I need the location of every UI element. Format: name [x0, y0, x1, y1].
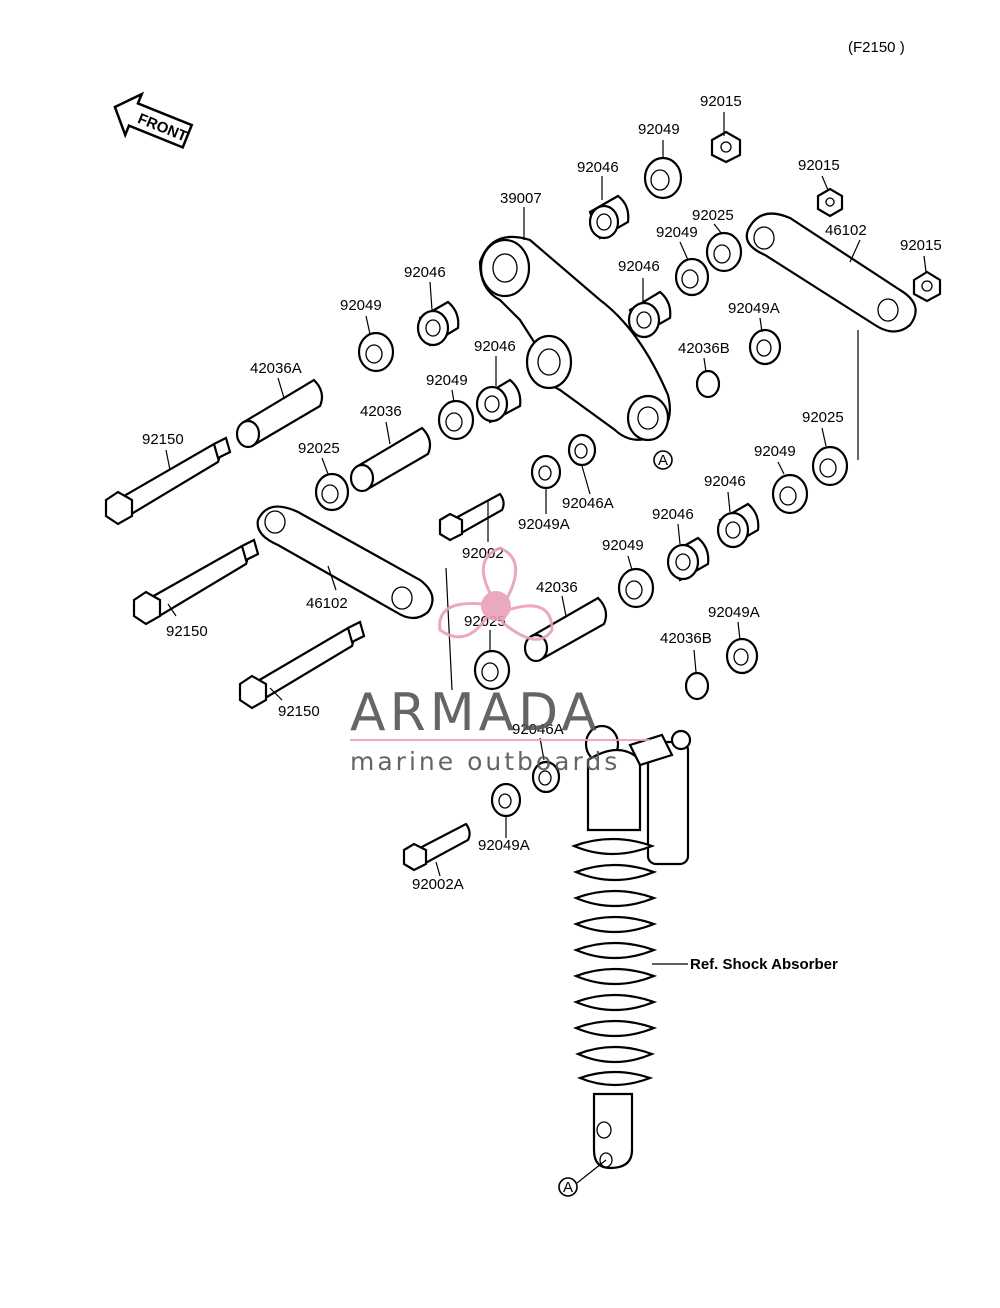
- bearing-92046-e: [716, 502, 760, 549]
- seal-92049-b: [674, 257, 710, 297]
- label-92025-a: 92025: [692, 207, 734, 224]
- bearing-92046-d: [475, 378, 522, 424]
- label-92049A-b: 92049A: [518, 516, 570, 533]
- bearing-92049A-a: [748, 328, 782, 366]
- label-92046-e: 92046: [652, 506, 694, 523]
- seal-92049-f: [617, 567, 655, 609]
- label-42036A: 42036A: [250, 360, 302, 377]
- front-arrow-icon: FRONT: [113, 91, 194, 149]
- nut-92015-b: [816, 187, 844, 218]
- label-92049-a: 92049: [638, 121, 680, 138]
- propeller-icon: [438, 546, 554, 641]
- ref-shock-absorber-note: Ref. Shock Absorber: [690, 956, 838, 973]
- bearing-92049A-d: [490, 782, 522, 818]
- watermark-brand: ARMADA: [350, 683, 601, 743]
- collar-42036B-b: [684, 671, 710, 701]
- washer-92025-c: [811, 445, 849, 487]
- watermark-tagline: marine outboards: [350, 747, 620, 776]
- leader-lines: [165, 112, 927, 1184]
- label-92046-a: 92046: [577, 159, 619, 176]
- label-42036B-b: 42036B: [660, 630, 712, 647]
- label-92150-b: 92150: [166, 623, 208, 640]
- label-92015-a: 92015: [700, 93, 742, 110]
- label-92150-a: 92150: [142, 431, 184, 448]
- label-92049-b: 92049: [656, 224, 698, 241]
- part-labels: 92015 92049 92046 39007 92015 92025 9204…: [142, 93, 942, 973]
- label-92049A-d: 92049A: [478, 837, 530, 854]
- seal-92049-a: [643, 156, 683, 200]
- bearing-92046-b: [627, 290, 672, 339]
- label-42036B-a: 42036B: [678, 340, 730, 357]
- washer-92025-b: [314, 472, 350, 512]
- label-92046-d: 92046: [474, 338, 516, 355]
- label-42036-a: 42036: [360, 403, 402, 420]
- label-92049-d: 92049: [426, 372, 468, 389]
- watermark: ARMADA marine outboards: [350, 546, 650, 776]
- link-46102-lower: [256, 505, 434, 620]
- label-46102-b: 46102: [306, 595, 348, 612]
- marker-a-lower: A: [558, 1177, 578, 1197]
- nut-92015-c: [912, 270, 942, 303]
- label-92049A-c: 92049A: [708, 604, 760, 621]
- label-92046A-b: 92046A: [512, 721, 564, 738]
- seal-92049-e: [771, 473, 809, 515]
- marker-a-lower-text: A: [563, 1179, 573, 1196]
- label-92002: 92002: [462, 545, 504, 562]
- seal-92049-c: [357, 331, 395, 373]
- washer-92025-a: [705, 231, 743, 273]
- label-92015-b: 92015: [798, 157, 840, 174]
- label-92049-c: 92049: [340, 297, 382, 314]
- collar-42036-a: [349, 426, 432, 493]
- marker-a-upper-text: A: [658, 452, 668, 469]
- bolt-92002A: [402, 822, 471, 872]
- seal-92049-d: [437, 399, 475, 441]
- bearing-92049A-c: [725, 637, 759, 675]
- label-92046-c: 92046: [404, 264, 446, 281]
- bolt-92150-c: [238, 620, 366, 710]
- label-92002A: 92002A: [412, 876, 464, 893]
- bearing-92046-c: [416, 300, 460, 347]
- bolt-92150-b: [132, 538, 260, 626]
- label-92049-f: 92049: [602, 537, 644, 554]
- collar-42036-b: [523, 596, 608, 663]
- label-42036-b: 42036: [536, 579, 578, 596]
- bearing-92046-f: [666, 536, 710, 582]
- label-92046-b: 92046: [618, 258, 660, 275]
- label-92049-e: 92049: [754, 443, 796, 460]
- sleeve-92046A-b: [531, 760, 561, 794]
- label-39007: 39007: [500, 190, 542, 207]
- bolt-92002: [438, 492, 505, 542]
- label-92025-c: 92025: [802, 409, 844, 426]
- sleeve-92046A-a: [567, 433, 597, 467]
- bolt-92150-a: [104, 436, 232, 526]
- bearing-92049A-b: [530, 454, 562, 490]
- label-92015-c: 92015: [900, 237, 942, 254]
- diagram-code: (F2150 ): [848, 39, 905, 56]
- label-46102-a: 46102: [825, 222, 867, 239]
- shock-spring: [571, 837, 658, 1087]
- marker-a-upper: A: [653, 450, 673, 470]
- link-46102-upper: [745, 212, 917, 333]
- label-92049A-a: 92049A: [728, 300, 780, 317]
- label-92150-c: 92150: [278, 703, 320, 720]
- label-92046-d2: 92046: [704, 473, 746, 490]
- nut-92015-a: [710, 130, 742, 164]
- collar-42036B-a: [695, 369, 721, 399]
- bearing-92046-a: [588, 194, 630, 240]
- rocker-arm-39007: [478, 235, 671, 442]
- shock-absorber: [571, 724, 692, 1170]
- label-92046A-a: 92046A: [562, 495, 614, 512]
- washer-92025-d: [473, 649, 511, 691]
- collar-42036A: [235, 378, 324, 449]
- label-92025-b: 92025: [298, 440, 340, 457]
